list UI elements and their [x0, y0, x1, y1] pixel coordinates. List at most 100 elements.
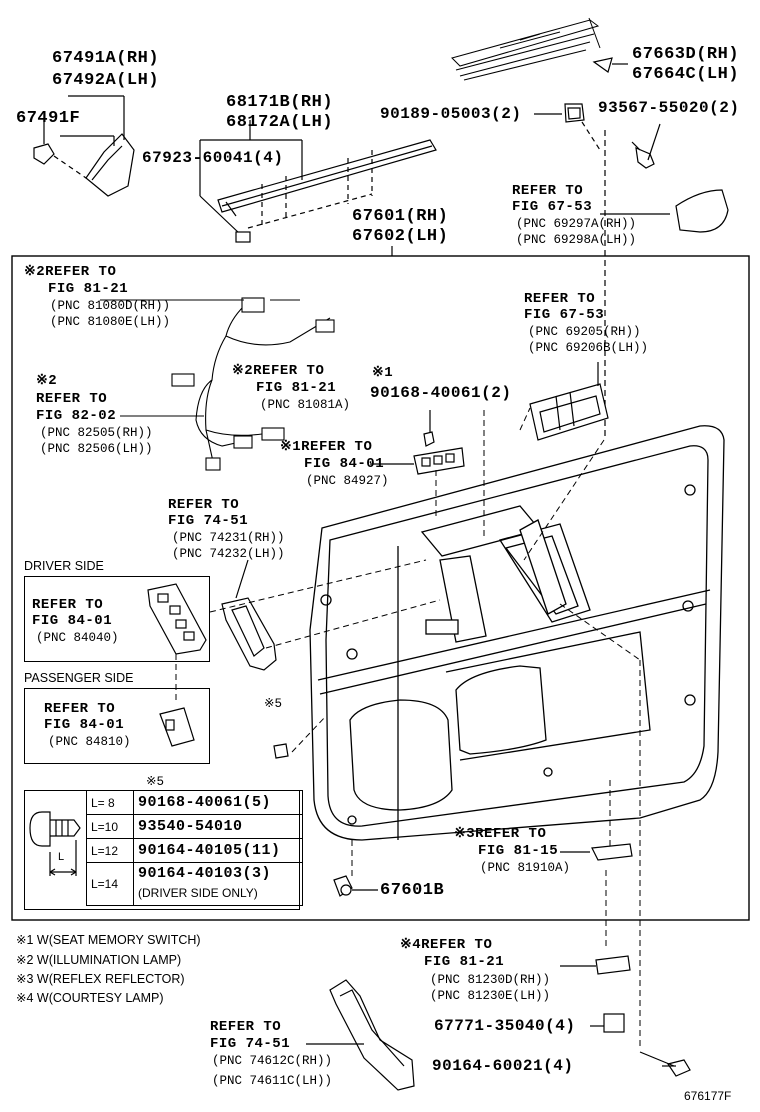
part-90164: 90164-60021(4)	[432, 1057, 574, 1075]
note-line: ※1 W(SEAT MEMORY SWITCH)	[16, 933, 201, 947]
ref-pnc: (PNC 74232(LH))	[172, 547, 285, 561]
clip-67601b	[333, 875, 378, 897]
ref-pnc: (PNC 81230E(LH))	[430, 989, 551, 1003]
screw-length: L=12	[86, 838, 134, 863]
assembly-guide-lines	[175, 407, 641, 1050]
ref-title: REFER TO	[45, 264, 117, 280]
ref-pnc: (PNC 69297A(RH))	[516, 217, 637, 231]
ref-fig-74-51-link[interactable]: FIG 74-51	[210, 1036, 291, 1052]
driver-power-window-switch	[147, 583, 207, 655]
part-67602: 67602(LH)	[352, 227, 449, 246]
ref-fig-81-21-link[interactable]: FIG 81-21	[256, 380, 337, 396]
mirror-cover-part	[675, 189, 729, 233]
screw-part: 90164-40105(11)	[133, 838, 303, 863]
note-mark: ※1	[372, 365, 394, 381]
screw-length-drawing	[29, 811, 81, 876]
triangle-seal-part	[592, 57, 613, 73]
ref-title: REFER TO	[44, 701, 116, 717]
glass-run-strip	[451, 17, 601, 81]
main-assembly-frame	[11, 255, 750, 921]
ref-title: REFER TO	[168, 497, 240, 513]
ref-pnc: (PNC 82506(LH))	[40, 442, 153, 456]
passenger-power-window-switch	[159, 707, 195, 747]
screw-length: L= 8	[86, 790, 134, 815]
screw-5	[273, 743, 289, 759]
ref-pnc: (PNC 84927)	[306, 474, 389, 488]
ref-fig-81-15-link[interactable]: FIG 81-15	[478, 843, 559, 859]
ref-title: REFER TO	[32, 597, 104, 613]
ref-pnc: (PNC 81910A)	[480, 861, 571, 875]
passenger-side-label: PASSENGER SIDE	[24, 671, 134, 685]
ref-title: REFER TO	[421, 937, 493, 953]
seat-memory-switch	[370, 447, 465, 475]
screw-length: L=14	[86, 862, 134, 906]
note-line: ※4 W(COURTESY LAMP)	[16, 991, 164, 1005]
ref-pnc: (PNC 74611C(LH))	[212, 1074, 333, 1088]
part-67664c: 67664C(LH)	[632, 65, 740, 84]
window-switch-bezel	[221, 559, 277, 671]
ref-fig-84-01-link[interactable]: FIG 84-01	[304, 456, 385, 472]
door-trim-panel	[309, 425, 725, 841]
part-93567: 93567-55020(2)	[598, 99, 740, 117]
note-mark: ※2	[232, 363, 254, 379]
clip-90189	[534, 103, 585, 123]
ref-pnc: (PNC 69206B(LH))	[528, 341, 649, 355]
passenger-side-box	[24, 688, 210, 764]
ref-pnc: (PNC 84040)	[36, 631, 119, 645]
part-67601: 67601(RH)	[352, 207, 449, 226]
ref-pnc: (PNC 81081A)	[260, 398, 351, 412]
ref-fig-84-01-link[interactable]: FIG 84-01	[44, 717, 125, 733]
ref-title: REFER TO	[512, 183, 584, 199]
ref-pnc: (PNC 69205(RH))	[528, 325, 641, 339]
screw-length: L=10	[86, 814, 134, 839]
note-mark: ※5	[264, 697, 282, 711]
note-mark: ※3	[454, 826, 476, 842]
dim-l-label: L	[58, 851, 65, 863]
part-67923: 67923-60041(4)	[142, 149, 284, 167]
screw-part: 93540-54010	[133, 814, 303, 839]
part-68171b: 68171B(RH)	[226, 93, 334, 112]
clip-67771	[590, 1013, 625, 1033]
note-line: ※3 W(REFLEX REFLECTOR)	[16, 972, 185, 986]
part-90168: 90168-40061(2)	[370, 384, 512, 402]
note-mark: ※5	[146, 775, 164, 789]
table-row: L=14 90164-40103(3) (DRIVER SIDE ONLY)	[86, 862, 303, 906]
note-mark: ※2	[36, 373, 58, 389]
part-67601b: 67601B	[380, 881, 445, 900]
ref-title: REFER TO	[301, 439, 373, 455]
table-row: L=12 90164-40105(11)	[86, 838, 303, 863]
ref-fig-84-01-link[interactable]: FIG 84-01	[32, 613, 113, 629]
part-67492a: 67492A(LH)	[52, 71, 160, 90]
ref-title: REFER TO	[36, 391, 108, 407]
ref-pnc: (PNC 81080E(LH))	[50, 315, 171, 329]
ref-fig-81-21-link[interactable]: FIG 81-21	[424, 954, 505, 970]
note-mark: ※4	[400, 937, 422, 953]
mirror-corner-piece	[60, 95, 135, 197]
ref-pnc: (PNC 74231(RH))	[172, 531, 285, 545]
clip-67491f	[33, 120, 87, 179]
ref-title: REFER TO	[210, 1019, 282, 1035]
note-line: ※2 W(ILLUMINATION LAMP)	[16, 953, 182, 967]
note-mark: ※1	[280, 439, 302, 455]
ref-pnc: (PNC 81230D(RH))	[430, 973, 551, 987]
part-90189: 90189-05003(2)	[380, 105, 522, 123]
ref-pnc: (PNC 82505(RH))	[40, 426, 153, 440]
ref-title: REFER TO	[524, 291, 596, 307]
ref-fig-82-02-link[interactable]: FIG 82-02	[36, 408, 117, 424]
ref-pnc: (PNC 81080D(RH))	[50, 299, 171, 313]
screw-part: 90168-40061(5)	[133, 790, 303, 815]
ref-fig-74-51-link[interactable]: FIG 74-51	[168, 513, 249, 529]
part-68172a: 68172A(LH)	[226, 113, 334, 132]
ref-pnc: (PNC 84810)	[48, 735, 131, 749]
ref-fig-67-53-link[interactable]: FIG 67-53	[524, 307, 605, 323]
table-row: L=10 93540-54010	[86, 814, 303, 839]
ref-pnc: (PNC 69298A(LH))	[516, 233, 637, 247]
inner-door-handle	[529, 362, 609, 441]
ref-fig-81-21-link[interactable]: FIG 81-21	[48, 281, 129, 297]
ref-fig-67-53-link[interactable]: FIG 67-53	[512, 199, 593, 215]
driver-side-label: DRIVER SIDE	[24, 559, 104, 573]
part-67491f: 67491F	[16, 109, 81, 128]
screw-note: (DRIVER SIDE ONLY)	[138, 886, 258, 900]
part-67491a: 67491A(RH)	[52, 49, 160, 68]
